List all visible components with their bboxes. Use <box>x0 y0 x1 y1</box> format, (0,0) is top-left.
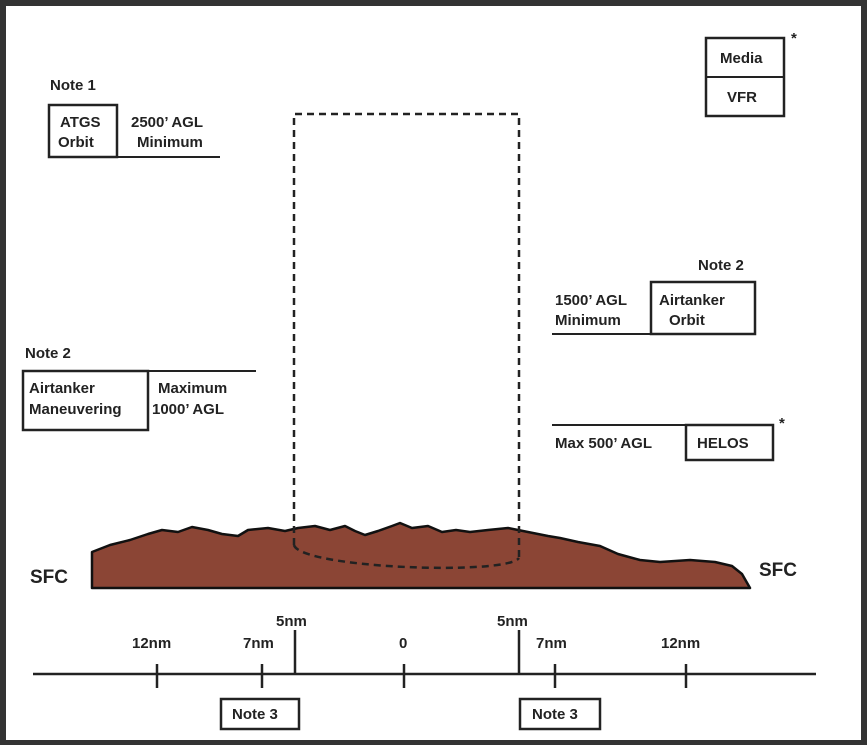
axis-label-right-5nm: 5nm <box>497 613 528 630</box>
airtanker-maneuvering-note-label: Note 2 <box>25 345 71 362</box>
atgs-note-label: Note 1 <box>50 77 96 94</box>
axis-label-left-5nm: 5nm <box>276 613 307 630</box>
surface-label-right: SFC <box>759 560 797 581</box>
airtanker-orbit-box-line1: Airtanker <box>659 292 725 309</box>
airtanker-maneuvering-box-line2: Maneuvering <box>29 401 122 418</box>
axis-label-right-7nm: 7nm <box>536 635 567 652</box>
airtanker-maneuvering-altitude-line2: 1000’ AGL <box>152 401 224 418</box>
airtanker-maneuvering-altitude-line1: Maximum <box>158 380 228 397</box>
axis-label-left-7nm: 7nm <box>243 635 274 652</box>
atgs-orbit-box <box>47 103 119 159</box>
atgs-altitude-line1: 2500’ AGL <box>131 114 203 131</box>
helos-box <box>684 423 775 462</box>
atgs-box-line1: ATGS <box>60 114 101 131</box>
helos-box-label: HELOS <box>697 435 749 452</box>
airtanker-maneuvering-box <box>21 369 150 432</box>
note3-left-box <box>219 697 301 731</box>
tfr-dashed-box <box>292 112 521 570</box>
note3-left-label: Note 3 <box>232 706 278 723</box>
airtanker-maneuvering-box-line1: Airtanker <box>29 380 95 397</box>
helos-altitude-label: Max 500’ AGL <box>555 435 652 452</box>
airtanker-orbit-box-line2: Orbit <box>669 312 705 329</box>
terrain-profile <box>90 521 752 590</box>
axis-label-right-12nm: 12nm <box>661 635 701 652</box>
media-asterisk: * <box>791 30 797 47</box>
note3-right-box <box>518 697 602 731</box>
media-label: Media <box>720 50 763 67</box>
airtanker-orbit-note-label: Note 2 <box>698 257 744 274</box>
helos-asterisk: * <box>779 415 785 432</box>
atgs-box-line2: Orbit <box>58 134 94 151</box>
axis-label-center-0: 0 <box>399 635 408 652</box>
airtanker-orbit-altitude-line1: 1500’ AGL <box>555 292 627 309</box>
axis-label-left-12nm: 12nm <box>132 635 172 652</box>
surface-label-left: SFC <box>30 567 68 588</box>
note3-right-label: Note 3 <box>532 706 578 723</box>
vfr-label: VFR <box>727 89 757 106</box>
airtanker-orbit-altitude-line2: Minimum <box>555 312 621 329</box>
airtanker-orbit-box <box>649 280 757 336</box>
atgs-altitude-line2: Minimum <box>137 134 203 151</box>
